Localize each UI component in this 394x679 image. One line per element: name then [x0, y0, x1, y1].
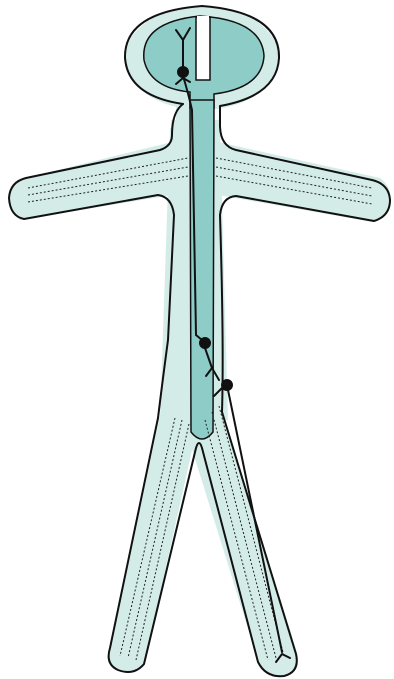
left-arm: [9, 142, 172, 220]
right-arm: [218, 142, 390, 222]
motor-neuron-soma: [222, 380, 232, 390]
brain-slot: [196, 17, 210, 80]
